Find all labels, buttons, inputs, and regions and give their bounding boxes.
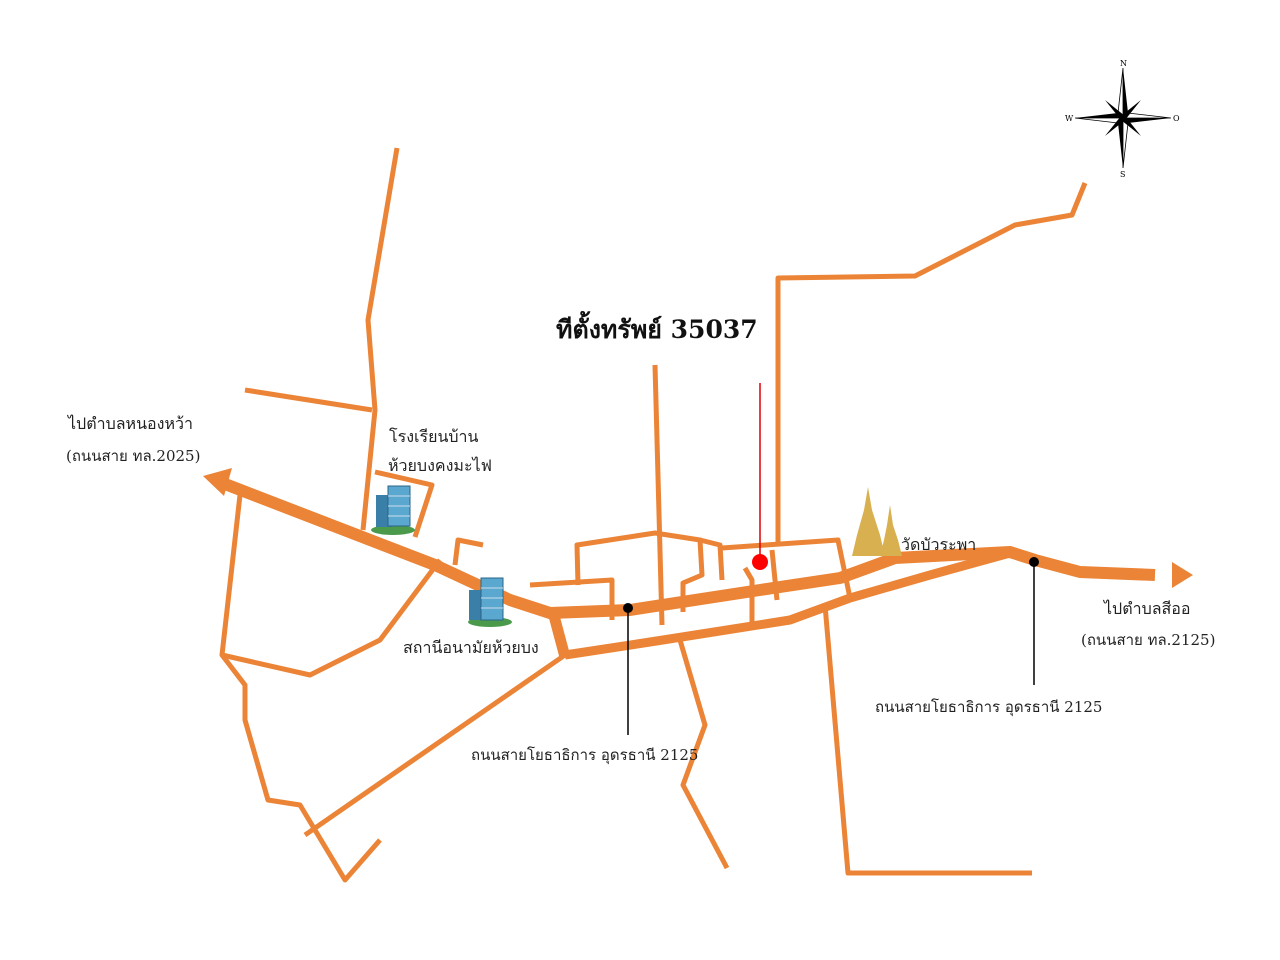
road <box>822 604 1032 876</box>
road-pin-right <box>1029 557 1039 567</box>
label-to-nong-wa: ไปตำบลหนองหว้า <box>68 414 193 433</box>
label-school-line1: โรงเรียนบ้าน <box>389 427 479 446</box>
secondary-road <box>564 548 1012 660</box>
compass-n: N <box>1120 59 1127 68</box>
arrow-east-icon <box>1172 562 1193 588</box>
label-health-station: สถานีอนามัยห้วยบง <box>403 638 539 657</box>
label-road-left: ถนนสายโยธาธิการ อุดรธานี 2125 <box>471 746 699 764</box>
compass-e: O <box>1173 114 1180 123</box>
compass-rose-icon: N S W O <box>1065 59 1180 179</box>
school-building-icon <box>371 485 415 535</box>
road <box>244 387 373 413</box>
label-road-right: ถนนสายโยธาธิการ อุดรธานี 2125 <box>875 698 1103 716</box>
label-to-si-o-road: (ถนนสาย ทล.2125) <box>1081 631 1216 649</box>
road <box>699 537 725 581</box>
road <box>677 639 730 870</box>
minor-roads <box>219 147 1088 883</box>
compass-w: W <box>1065 114 1074 123</box>
property-marker[interactable] <box>752 554 768 570</box>
label-to-nong-wa-road: (ถนนสาย ทล.2025) <box>66 447 201 465</box>
label-to-si-o: ไปตำบลสีออ <box>1104 599 1191 618</box>
road <box>742 566 755 625</box>
temple-pagoda-icon <box>852 487 902 556</box>
road <box>303 652 567 838</box>
label-temple: วัดบัวระพา <box>901 535 977 554</box>
road <box>452 537 484 566</box>
arrow-west-icon <box>203 468 232 496</box>
road-pin-left <box>623 603 633 613</box>
road <box>374 469 435 538</box>
label-school-line2: ห้วยบงคงมะไฟ <box>388 456 492 475</box>
road <box>219 494 382 883</box>
health-station-building-icon <box>468 577 512 627</box>
map-title: ทีตั้งทรัพย์ 35037 <box>556 315 758 344</box>
road <box>360 147 400 531</box>
road <box>652 364 665 626</box>
road <box>775 182 1088 545</box>
connector-road <box>547 610 571 659</box>
compass-s: S <box>1120 170 1125 179</box>
road <box>221 558 442 678</box>
